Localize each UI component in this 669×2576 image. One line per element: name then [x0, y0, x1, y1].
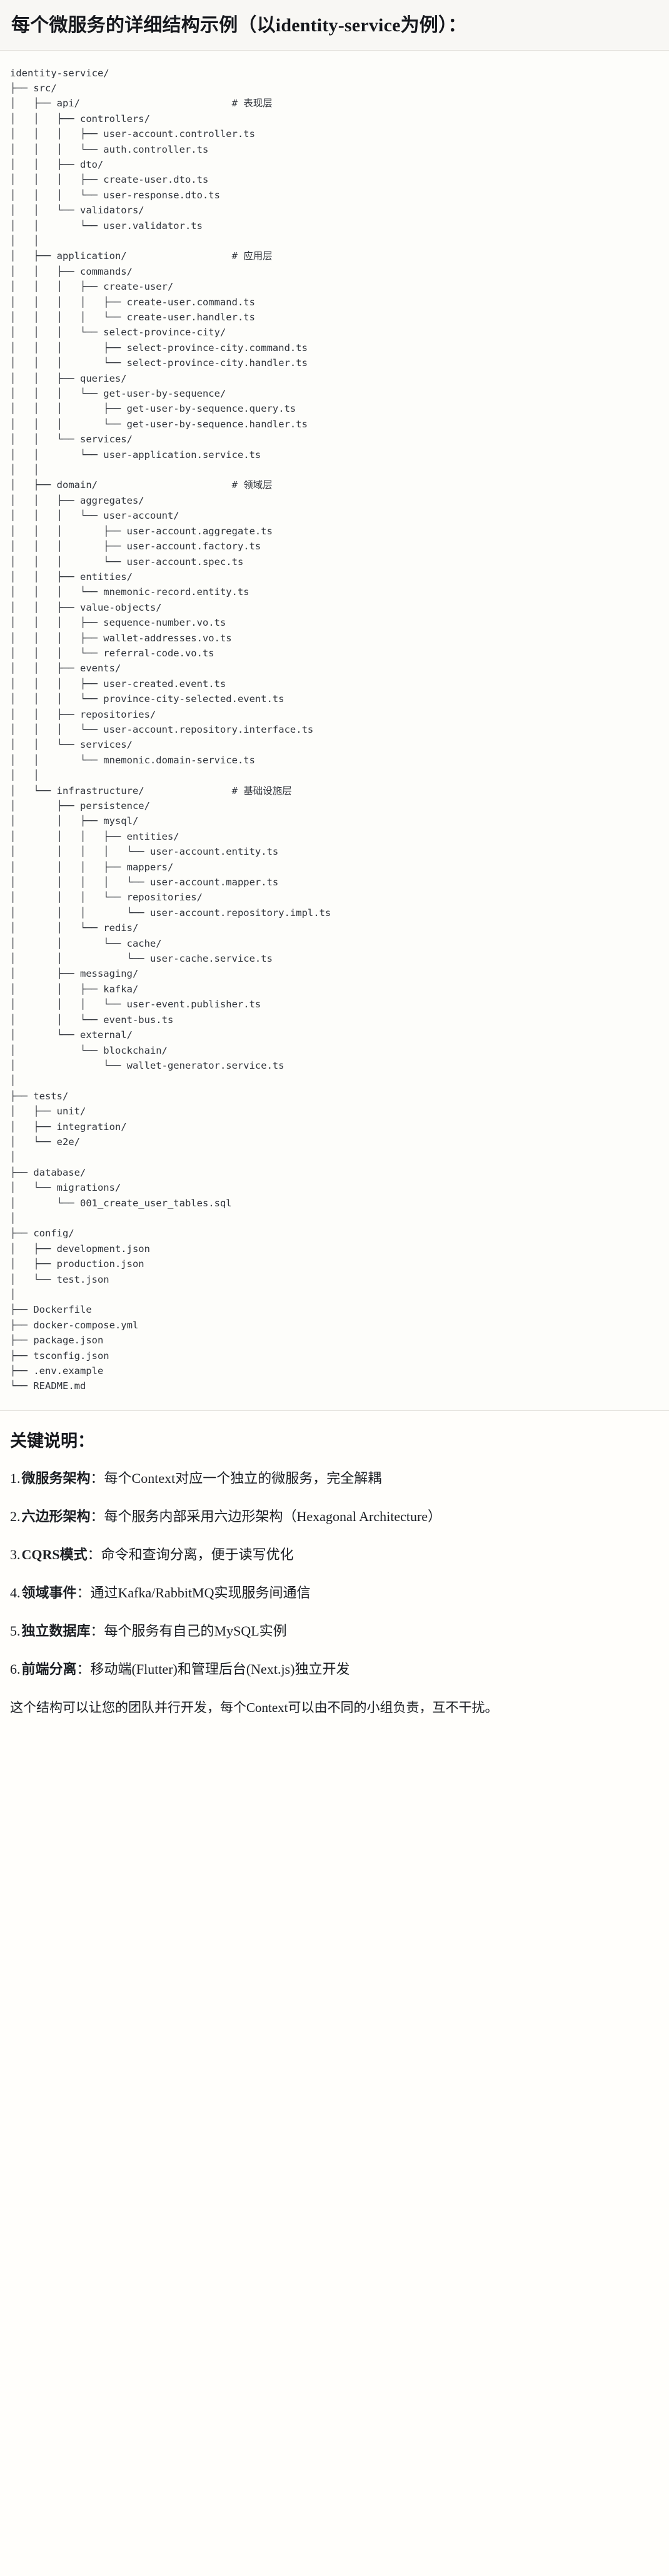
key-note-item: 6.前端分离：移动端(Flutter)和管理后台(Next.js)独立开发: [10, 1659, 659, 1679]
directory-tree-section: identity-service/ ├── src/ │ ├── api/ # …: [0, 50, 669, 1411]
key-note-item: 1.微服务架构：每个Context对应一个独立的微服务，完全解耦: [10, 1468, 659, 1489]
key-note-item: 3.CQRS模式：命令和查询分离，便于读写优化: [10, 1544, 659, 1565]
key-note-index: 1.: [10, 1470, 21, 1486]
closing-paragraph: 这个结构可以让您的团队并行开发，每个Context可以由不同的小组负责，互不干扰…: [10, 1699, 498, 1715]
key-note-description: 每个Context对应一个独立的微服务，完全解耦: [104, 1470, 382, 1486]
key-notes-title: 关键说明：: [10, 1431, 94, 1450]
key-note-index: 6.: [10, 1661, 21, 1677]
document-page: 每个微服务的详细结构示例（以identity-service为例）： ident…: [0, 0, 669, 1737]
key-note-description: 命令和查询分离，便于读写优化: [101, 1546, 294, 1562]
key-note-description: 每个服务内部采用六边形架构（Hexagonal Architecture）: [104, 1508, 442, 1524]
key-note-term: 六边形架构: [21, 1508, 91, 1524]
key-note-index: 4.: [10, 1584, 21, 1601]
directory-tree: identity-service/ ├── src/ │ ├── api/ # …: [10, 67, 331, 1392]
key-note-term: CQRS模式: [21, 1546, 88, 1562]
key-note-separator: ：: [76, 1584, 91, 1601]
key-note-separator: ：: [90, 1470, 104, 1486]
page-title: 每个微服务的详细结构示例（以identity-service为例）：: [11, 15, 467, 36]
key-note-separator: ：: [87, 1546, 101, 1562]
key-note-separator: ：: [90, 1622, 104, 1639]
key-note-term: 领域事件: [21, 1584, 77, 1601]
key-note-term: 前端分离: [21, 1661, 77, 1677]
key-note-item: 4.领域事件：通过Kafka/RabbitMQ实现服务间通信: [10, 1582, 659, 1603]
key-note-index: 5.: [10, 1622, 21, 1639]
key-note-term: 微服务架构: [21, 1470, 91, 1486]
key-note-description: 通过Kafka/RabbitMQ实现服务间通信: [90, 1584, 311, 1601]
header-section: 每个微服务的详细结构示例（以identity-service为例）：: [0, 0, 669, 51]
key-note-item: 5.独立数据库：每个服务有自己的MySQL实例: [10, 1621, 659, 1641]
key-note-index: 2.: [10, 1508, 21, 1524]
key-note-description: 每个服务有自己的MySQL实例: [104, 1622, 287, 1639]
key-note-separator: ：: [90, 1508, 104, 1524]
key-note-item: 2.六边形架构：每个服务内部采用六边形架构（Hexagonal Architec…: [10, 1506, 659, 1527]
key-note-term: 独立数据库: [21, 1622, 91, 1639]
key-note-description: 移动端(Flutter)和管理后台(Next.js)独立开发: [90, 1661, 350, 1677]
key-note-index: 3.: [10, 1546, 21, 1562]
key-note-separator: ：: [76, 1661, 91, 1677]
